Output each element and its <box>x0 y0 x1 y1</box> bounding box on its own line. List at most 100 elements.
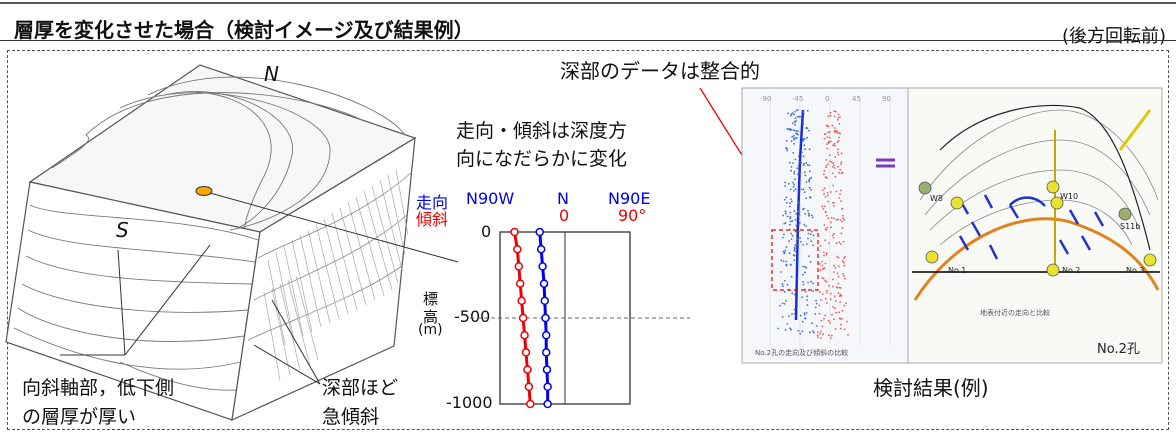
scatter-point-red <box>819 269 822 272</box>
scatter-point-red <box>837 139 840 142</box>
scatter-point-blue <box>789 327 792 330</box>
scatter-point-red <box>818 291 821 293</box>
steep-line-1: 深部ほど <box>322 377 399 399</box>
borehole-marker <box>195 186 213 196</box>
scatter-point-blue <box>781 283 784 285</box>
scatter-point-blue <box>803 223 806 226</box>
scatter-point-red <box>820 330 822 333</box>
scatter-point-blue <box>808 186 811 189</box>
scatter-point-blue <box>787 182 790 185</box>
scatter-point-red <box>844 255 846 258</box>
scatter-point-blue <box>804 317 807 320</box>
scatter-point-blue <box>785 246 788 248</box>
scatter-point-blue <box>790 264 792 266</box>
scatter-point-blue <box>808 129 810 132</box>
scatter-point-blue <box>789 114 792 117</box>
series-0-point-9 <box>543 382 552 392</box>
scatter-point-red <box>839 318 842 320</box>
point-w8: W8 <box>930 194 943 203</box>
scatter-point-blue <box>815 299 817 302</box>
scatter-point-red <box>834 129 837 132</box>
svg-text:-45: -45 <box>792 95 803 103</box>
scatter-point-red <box>833 142 836 145</box>
series-1-point-10 <box>526 399 535 409</box>
scatter-point-blue <box>782 250 785 253</box>
scatter-point-blue <box>802 123 805 125</box>
scatter-point-red <box>834 110 837 113</box>
scatter-point-red <box>821 189 824 192</box>
svg-text:0: 0 <box>825 95 829 103</box>
scatter-point-blue <box>777 327 779 330</box>
scatter-point-red <box>838 171 840 174</box>
scatter-point-red <box>822 277 825 280</box>
scatter-point-blue <box>805 181 808 183</box>
scatter-point-blue <box>787 112 789 115</box>
scatter-point-blue <box>792 152 795 154</box>
scatter-point-red <box>828 136 831 139</box>
scatter-point-red <box>816 331 819 333</box>
scatter-point-blue <box>789 188 792 191</box>
scatter-point-red <box>847 333 849 336</box>
scatter-point-blue <box>783 233 785 236</box>
scatter-point-red <box>843 257 846 259</box>
series-0-point-10 <box>543 399 552 409</box>
scatter-point-red <box>841 214 844 217</box>
scatter-point-red <box>826 192 829 194</box>
scatter-point-blue <box>796 167 799 170</box>
scatter-point-red <box>825 289 828 292</box>
scatter-point-red <box>833 295 836 298</box>
scatter-point-blue <box>806 110 809 112</box>
scatter-point-red <box>825 159 828 161</box>
scatter-point-red <box>837 256 840 259</box>
scatter-point-red <box>832 184 835 187</box>
scatter-point-blue <box>800 162 803 164</box>
scatter-point-blue <box>803 162 805 165</box>
scatter-point-blue <box>785 201 788 204</box>
scatter-point-red <box>840 323 842 326</box>
scatter-point-red <box>833 232 836 235</box>
scatter-point-blue <box>796 244 798 247</box>
scatter-point-red <box>840 232 843 235</box>
scatter-point-blue <box>796 277 799 280</box>
scatter-point-red <box>834 267 837 269</box>
scatter-point-red <box>819 332 821 335</box>
scatter-point-blue <box>790 169 793 172</box>
scatter-point-red <box>827 200 829 203</box>
scatter-point-blue <box>807 210 809 212</box>
scatter-point-red <box>831 278 834 281</box>
scatter-point-blue <box>806 304 809 306</box>
scatter-point-blue <box>793 120 796 123</box>
scatter-point-blue <box>784 328 787 331</box>
scatter-point-red <box>827 131 829 134</box>
scatter-point-blue <box>800 240 802 243</box>
scatter-point-red <box>823 205 826 208</box>
scatter-point-blue <box>784 210 787 213</box>
series-0-point-1 <box>536 244 546 254</box>
scatter-point-red <box>825 124 828 127</box>
scatter-point-blue <box>802 188 805 191</box>
scatter-point-blue <box>801 330 804 333</box>
scatter-point-blue <box>794 250 797 253</box>
scatter-point-blue <box>810 176 813 179</box>
scatter-point-blue <box>793 170 796 173</box>
scatter-point-blue <box>814 306 817 309</box>
scatter-point-blue <box>782 260 785 263</box>
dip-tick-right: 90° <box>618 206 647 225</box>
scatter-point-blue <box>787 128 790 131</box>
scatter-point-red <box>837 116 840 119</box>
scatter-point-red <box>829 292 832 295</box>
scatter-point-blue <box>804 148 806 151</box>
series-1-point-8 <box>523 365 532 374</box>
scatter-point-blue <box>800 188 803 191</box>
scatter-point-blue <box>792 185 795 188</box>
scatter-point-blue <box>803 314 806 316</box>
scatter-point-blue <box>799 172 802 175</box>
scatter-point-blue <box>812 282 815 285</box>
scatter-point-blue <box>814 313 817 315</box>
scatter-point-blue <box>811 216 814 219</box>
scatter-point-red <box>825 164 828 167</box>
scatter-point-blue <box>811 214 813 217</box>
scatter-point-blue <box>794 137 797 140</box>
scatter-point-red <box>842 217 845 220</box>
steep-line-2: 急傾斜 <box>322 406 380 428</box>
